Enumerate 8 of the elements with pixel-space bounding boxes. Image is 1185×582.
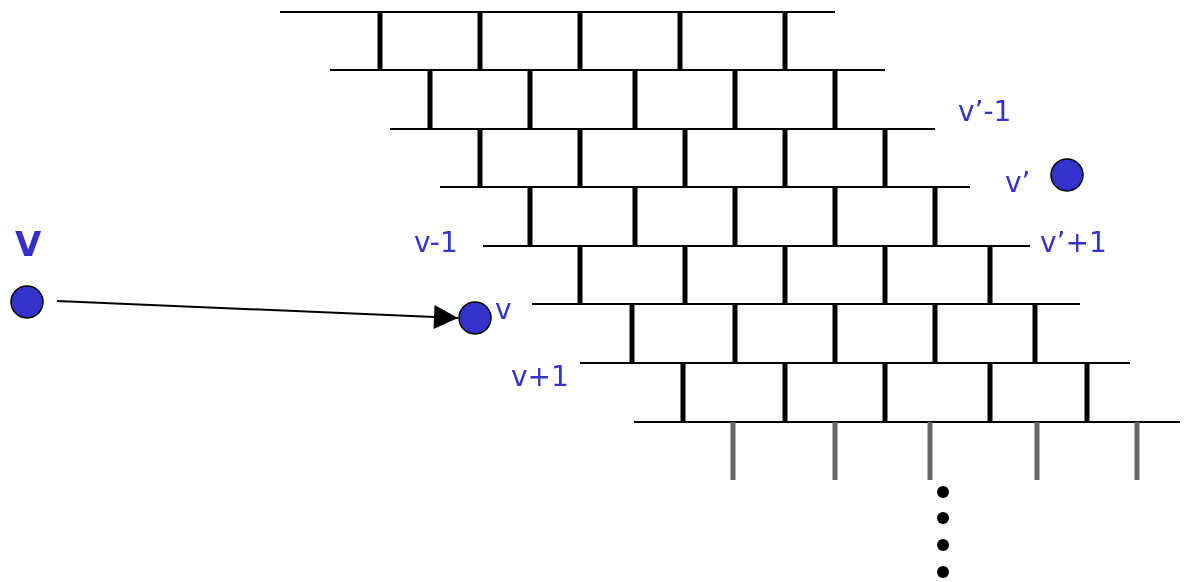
arrow (56, 300, 459, 329)
index-label: v’-1 (958, 96, 1012, 128)
index-label: v+1 (511, 361, 569, 393)
vertex-label: v’ (1005, 167, 1031, 199)
vertex-label: v (495, 294, 512, 326)
index-label: v-1 (414, 227, 458, 259)
index-label: v’+1 (1040, 227, 1107, 259)
vertex-label: V (15, 228, 42, 260)
